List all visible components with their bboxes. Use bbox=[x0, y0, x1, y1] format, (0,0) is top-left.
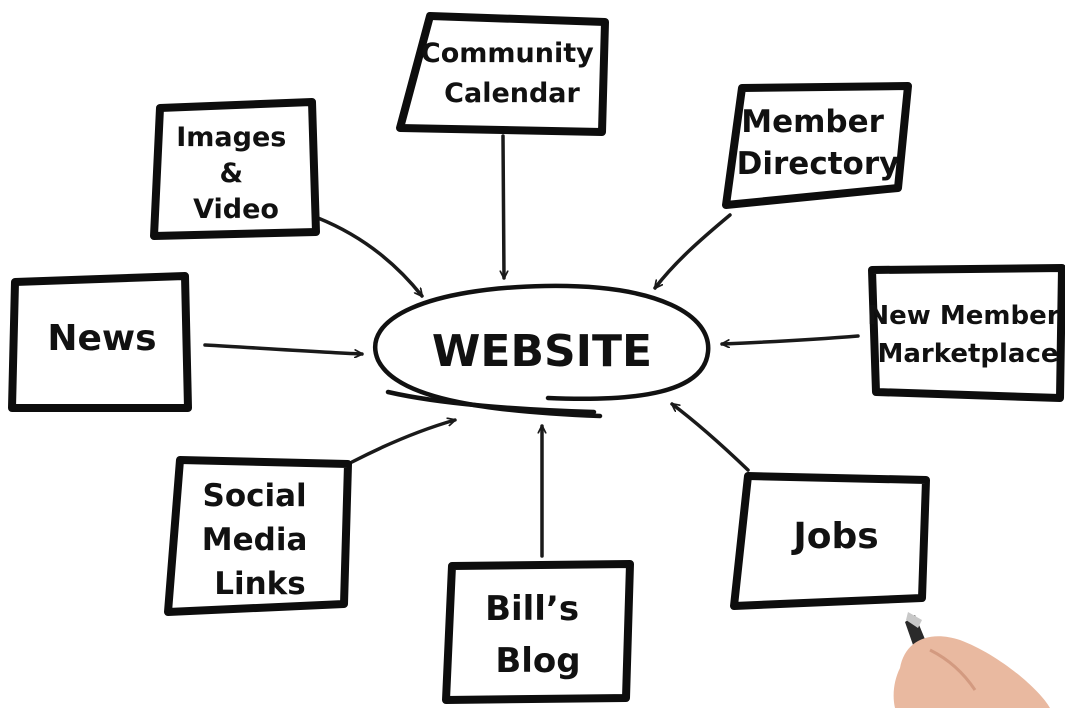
node-member-directory-line-1: Member bbox=[741, 104, 884, 140]
svg-text:Images & Video: Images & Video bbox=[176, 122, 296, 225]
svg-text:Member Directory: Member Directory bbox=[737, 104, 900, 182]
node-member-directory: Member Directory bbox=[722, 82, 912, 209]
node-news-line-1: News bbox=[47, 318, 156, 359]
hand-holding-marker-icon bbox=[893, 612, 1050, 708]
arrow-community-calendar-to-center bbox=[503, 134, 504, 280]
node-community-calendar-line-1: Community bbox=[421, 38, 594, 69]
node-social-media-links-line-1: Social bbox=[203, 478, 307, 514]
node-jobs-line-1: Jobs bbox=[790, 516, 878, 557]
node-new-member-marketplace-line-2: Marketplace bbox=[877, 339, 1058, 369]
svg-text:Community Calendar: Community Calendar bbox=[421, 38, 603, 109]
node-social-media-links-line-3: Links bbox=[214, 566, 306, 602]
center-website-oval: WEBSITE bbox=[373, 283, 711, 419]
svg-text:New Member Marketplace: New Member Marketplace bbox=[867, 301, 1065, 369]
node-new-member-marketplace-line-1: New Member bbox=[867, 301, 1059, 331]
node-community-calendar: Community Calendar bbox=[396, 12, 609, 136]
node-bills-blog-line-2: Blog bbox=[495, 641, 580, 681]
node-new-member-marketplace: New Member Marketplace bbox=[867, 264, 1065, 402]
node-bills-blog-line-1: Bill’s bbox=[485, 589, 579, 629]
arrow-new-member-marketplace-to-center bbox=[720, 334, 860, 344]
svg-text:News: News bbox=[47, 318, 156, 359]
node-images-video-line-2: & bbox=[220, 158, 244, 189]
connector-arrows bbox=[203, 134, 860, 558]
center-label: WEBSITE bbox=[432, 326, 652, 377]
svg-text:Social Media Links: Social Media Links bbox=[202, 478, 318, 602]
arrow-member-directory-to-center bbox=[653, 213, 732, 290]
node-news: News bbox=[8, 272, 192, 412]
arrow-jobs-to-center bbox=[670, 402, 750, 472]
svg-text:Jobs: Jobs bbox=[790, 516, 878, 557]
node-bills-blog: Bill’s Blog bbox=[442, 560, 634, 704]
arrow-social-media-links-to-center bbox=[350, 420, 457, 464]
arrow-images-video-to-center bbox=[316, 216, 424, 298]
node-jobs: Jobs bbox=[730, 472, 930, 610]
svg-text:Bill’s Blog: Bill’s Blog bbox=[485, 589, 591, 681]
node-images-video-line-1: Images bbox=[176, 122, 286, 153]
arrow-news-to-center bbox=[203, 343, 364, 354]
node-social-media-links: Social Media Links bbox=[164, 456, 352, 616]
node-images-video: Images & Video bbox=[150, 98, 320, 240]
node-images-video-line-3: Video bbox=[193, 194, 279, 225]
node-social-media-links-line-2: Media bbox=[202, 522, 308, 558]
node-member-directory-line-2: Directory bbox=[737, 146, 900, 182]
node-community-calendar-line-2: Calendar bbox=[444, 78, 580, 109]
